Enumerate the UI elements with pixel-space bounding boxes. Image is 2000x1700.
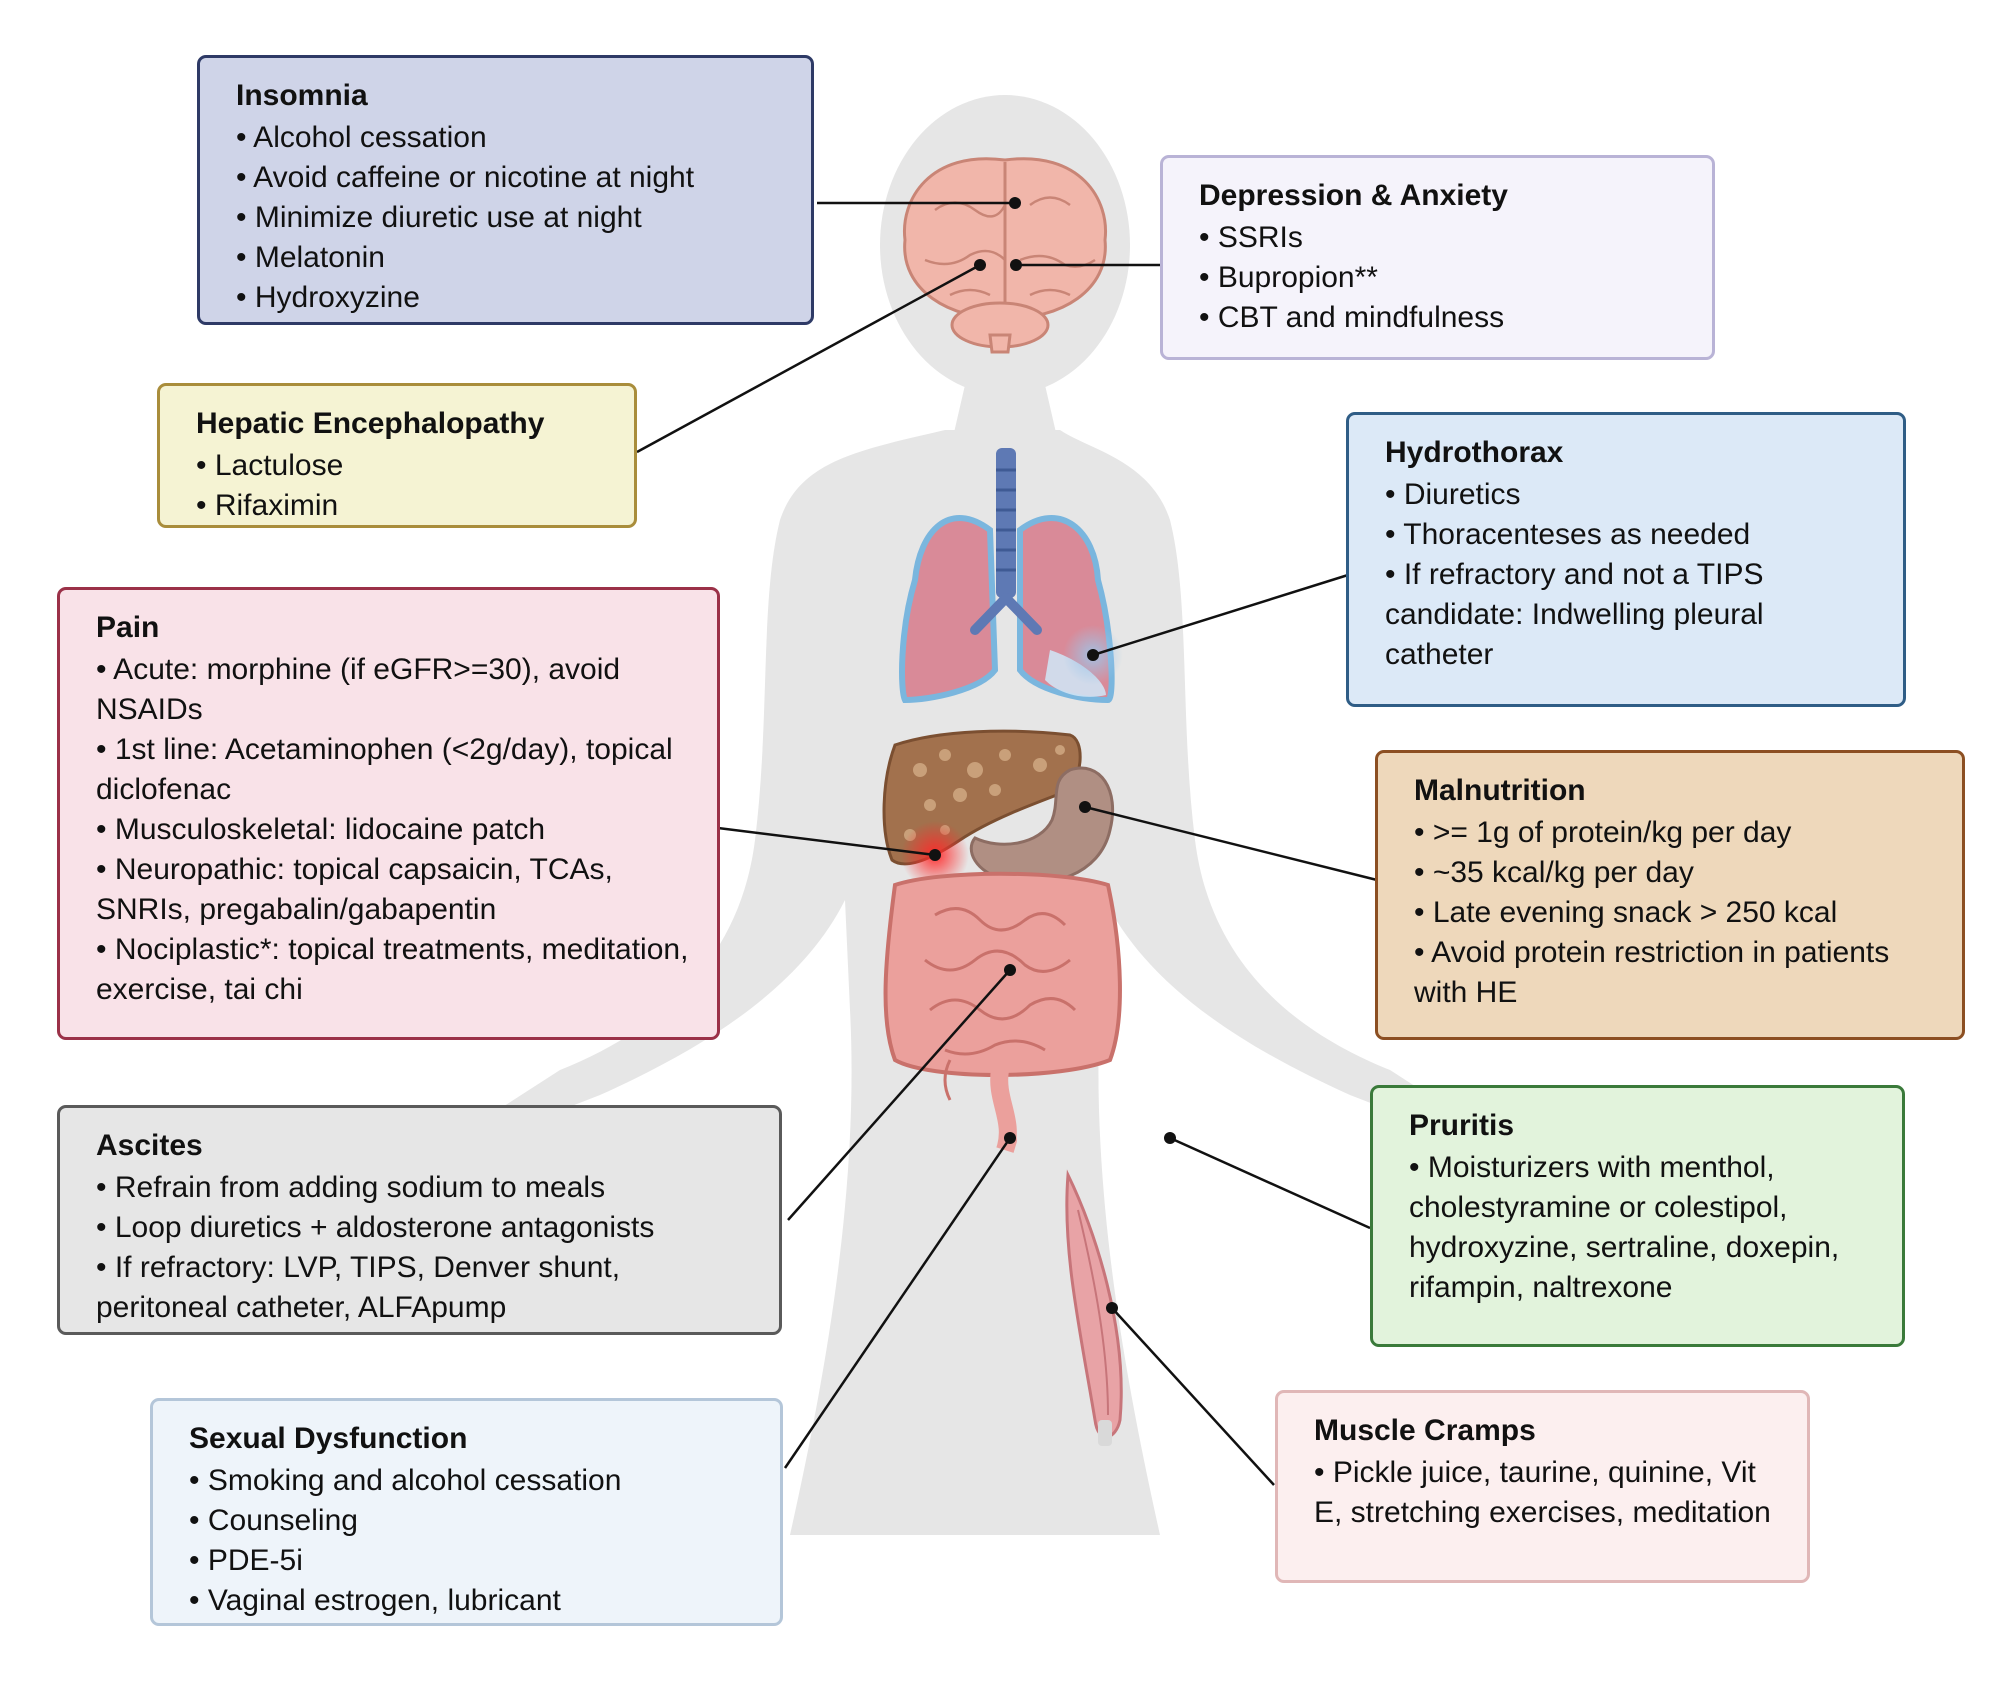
muscle-illustration bbox=[1065, 1169, 1123, 1446]
insomnia-list: • Alcohol cessation • Avoid caffeine or n… bbox=[236, 118, 783, 318]
hepatic-encephalopathy-title: Hepatic Encephalopathy bbox=[196, 407, 545, 440]
list-item: • Avoid protein restriction in patients … bbox=[1414, 936, 1890, 1009]
list-item: • >= 1g of protein/kg per day bbox=[1414, 816, 1792, 849]
insomnia-box: Insomnia • Alcohol cessation • Avoid caff… bbox=[197, 55, 814, 325]
connector-lines bbox=[636, 201, 1378, 1486]
list-item: • Refrain from adding sodium to meals bbox=[96, 1171, 606, 1204]
hydrothorax-title: Hydrothorax bbox=[1385, 436, 1564, 469]
ascites-list: • Refrain from adding sodium to meals • L… bbox=[96, 1168, 751, 1328]
sexual-dysfunction-list: • Smoking and alcohol cessation • Counsel… bbox=[189, 1461, 752, 1621]
depression-anxiety-title: Depression & Anxiety bbox=[1199, 179, 1508, 212]
list-item: • Late evening snack > 250 kcal bbox=[1414, 896, 1838, 929]
list-item: • Hydroxyzine bbox=[236, 281, 420, 314]
list-item: • SSRIs bbox=[1199, 221, 1303, 254]
list-item: • Nociplastic*: topical treatments, medi… bbox=[96, 933, 689, 1006]
list-item: • Moisturizers with menthol, cholestyram… bbox=[1409, 1151, 1840, 1304]
list-item: • CBT and mindfulness bbox=[1199, 301, 1505, 334]
list-item: • ~35 kcal/kg per day bbox=[1414, 856, 1694, 889]
list-item: • Musculoskeletal: lidocaine patch bbox=[96, 813, 546, 846]
list-item: • Counseling bbox=[189, 1504, 358, 1537]
malnutrition-title: Malnutrition bbox=[1414, 774, 1586, 807]
pain-title: Pain bbox=[96, 611, 160, 644]
list-item: • Alcohol cessation bbox=[236, 121, 487, 154]
pruritis-box: Pruritis • Moisturizers with menthol, ch… bbox=[1370, 1085, 1905, 1347]
ascites-box: Ascites • Refrain from adding sodium to … bbox=[57, 1105, 782, 1335]
list-item: • Neuropathic: topical capsaicin, TCAs, … bbox=[96, 853, 613, 926]
hydrothorax-box: Hydrothorax • Diuretics • Thoracenteses a… bbox=[1346, 412, 1906, 707]
list-item: • Bupropion** bbox=[1199, 261, 1378, 294]
sexual-dysfunction-title: Sexual Dysfunction bbox=[189, 1422, 468, 1455]
list-item: • If refractory and not a TIPS candidate… bbox=[1385, 558, 1764, 671]
list-item: • Melatonin bbox=[236, 241, 385, 274]
list-item: • Thoracenteses as needed bbox=[1385, 518, 1751, 551]
sexual-dysfunction-box: Sexual Dysfunction • Smoking and alcohol… bbox=[150, 1398, 783, 1626]
list-item: • Pickle juice, taurine, quinine, Vit E,… bbox=[1314, 1456, 1771, 1529]
list-item: • Vaginal estrogen, lubricant bbox=[189, 1584, 561, 1617]
lungs-illustration bbox=[899, 448, 1123, 704]
list-item: • Acute: morphine (if eGFR>=30), avoid N… bbox=[96, 653, 621, 726]
malnutrition-list: • >= 1g of protein/kg per day • ~35 kcal/… bbox=[1414, 813, 1934, 1013]
list-item: • Loop diuretics + aldosterone antagonis… bbox=[96, 1211, 655, 1244]
pruritis-list: • Moisturizers with menthol, cholestyram… bbox=[1409, 1148, 1874, 1308]
list-item: • Smoking and alcohol cessation bbox=[189, 1464, 622, 1497]
malnutrition-box: Malnutrition • >= 1g of protein/kg per d… bbox=[1375, 750, 1965, 1040]
list-item: • Avoid caffeine or nicotine at night bbox=[236, 161, 695, 194]
pain-list: • Acute: morphine (if eGFR>=30), avoid N… bbox=[96, 650, 689, 1010]
list-item: • Lactulose bbox=[196, 449, 344, 482]
list-item: • Rifaximin bbox=[196, 489, 339, 522]
connector-dots bbox=[929, 197, 1176, 1314]
depression-anxiety-list: • SSRIs • Bupropion** • CBT and mindfulnes… bbox=[1199, 218, 1684, 338]
insomnia-title: Insomnia bbox=[236, 79, 368, 112]
ascites-title: Ascites bbox=[96, 1129, 203, 1162]
pruritis-title: Pruritis bbox=[1409, 1109, 1515, 1142]
muscle-cramps-list: • Pickle juice, taurine, quinine, Vit E,… bbox=[1314, 1453, 1779, 1533]
list-item: • Diuretics bbox=[1385, 478, 1521, 511]
hepatic-encephalopathy-list: • Lactulose • Rifaximin bbox=[196, 446, 606, 526]
muscle-cramps-title: Muscle Cramps bbox=[1314, 1414, 1536, 1447]
pain-box: Pain • Acute: morphine (if eGFR>=30), av… bbox=[57, 587, 720, 1040]
list-item: • Minimize diuretic use at night bbox=[236, 201, 642, 234]
hepatic-encephalopathy-box: Hepatic Encephalopathy • Lactulose • Rifa… bbox=[157, 383, 637, 528]
muscle-cramps-box: Muscle Cramps • Pickle juice, taurine, q… bbox=[1275, 1390, 1810, 1583]
list-item: • PDE-5i bbox=[189, 1544, 303, 1577]
list-item: • 1st line: Acetaminophen (<2g/day), top… bbox=[96, 733, 673, 806]
depression-anxiety-box: Depression & Anxiety • SSRIs • Bupropion*… bbox=[1160, 155, 1715, 360]
hydrothorax-list: • Diuretics • Thoracenteses as needed • If… bbox=[1385, 475, 1875, 675]
intestines-illustration bbox=[883, 871, 1122, 1153]
list-item: • If refractory: LVP, TIPS, Denver shunt… bbox=[96, 1251, 621, 1324]
